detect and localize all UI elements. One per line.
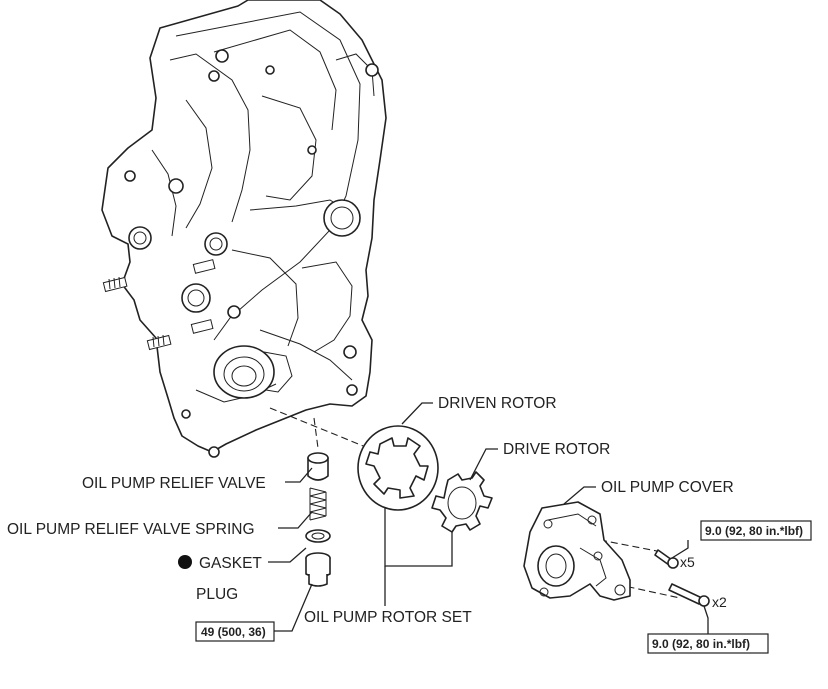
- relief-valve-illustration: [307, 452, 329, 481]
- bolt-short-illustration: [654, 549, 679, 569]
- driven-rotor-illustration: [357, 425, 439, 511]
- torque-box-short-bolts: [700, 520, 812, 541]
- leader-lines: [268, 402, 709, 634]
- label-relief-valve: OIL PUMP RELIEF VALVE: [82, 475, 266, 492]
- gasket-illustration: [305, 529, 331, 543]
- label-driven-rotor: DRIVEN ROTOR: [438, 395, 557, 412]
- qty-short-bolts: x5: [680, 554, 695, 570]
- label-drive-rotor: DRIVE ROTOR: [503, 441, 610, 458]
- qty-long-bolts: x2: [712, 594, 727, 610]
- bolt-long-illustration: [668, 583, 710, 607]
- label-gasket: GASKET: [199, 555, 262, 572]
- drive-rotor-illustration: [431, 471, 493, 533]
- torque-plug-value: 49 (500, 36): [201, 625, 266, 639]
- torque-box-plug: [195, 621, 275, 642]
- torque-box-long-bolts: [647, 633, 769, 654]
- torque-short-bolts-value: 9.0 (92, 80 in.*lbf): [705, 524, 803, 538]
- plug-illustration: [305, 552, 331, 587]
- label-relief-valve-spring: OIL PUMP RELIEF VALVE SPRING: [7, 521, 255, 538]
- oil-pump-cover-illustration: [523, 501, 631, 601]
- label-plug: PLUG: [196, 586, 238, 603]
- non-reusable-filled-circle-icon: [178, 555, 192, 569]
- label-oil-pump-cover: OIL PUMP COVER: [601, 479, 734, 496]
- relief-valve-spring-illustration: [309, 487, 327, 521]
- torque-long-bolts-value: 9.0 (92, 80 in.*lbf): [652, 637, 750, 651]
- label-rotor-set: OIL PUMP ROTOR SET: [304, 609, 472, 626]
- timing-chain-cover-illustration: [101, 0, 387, 458]
